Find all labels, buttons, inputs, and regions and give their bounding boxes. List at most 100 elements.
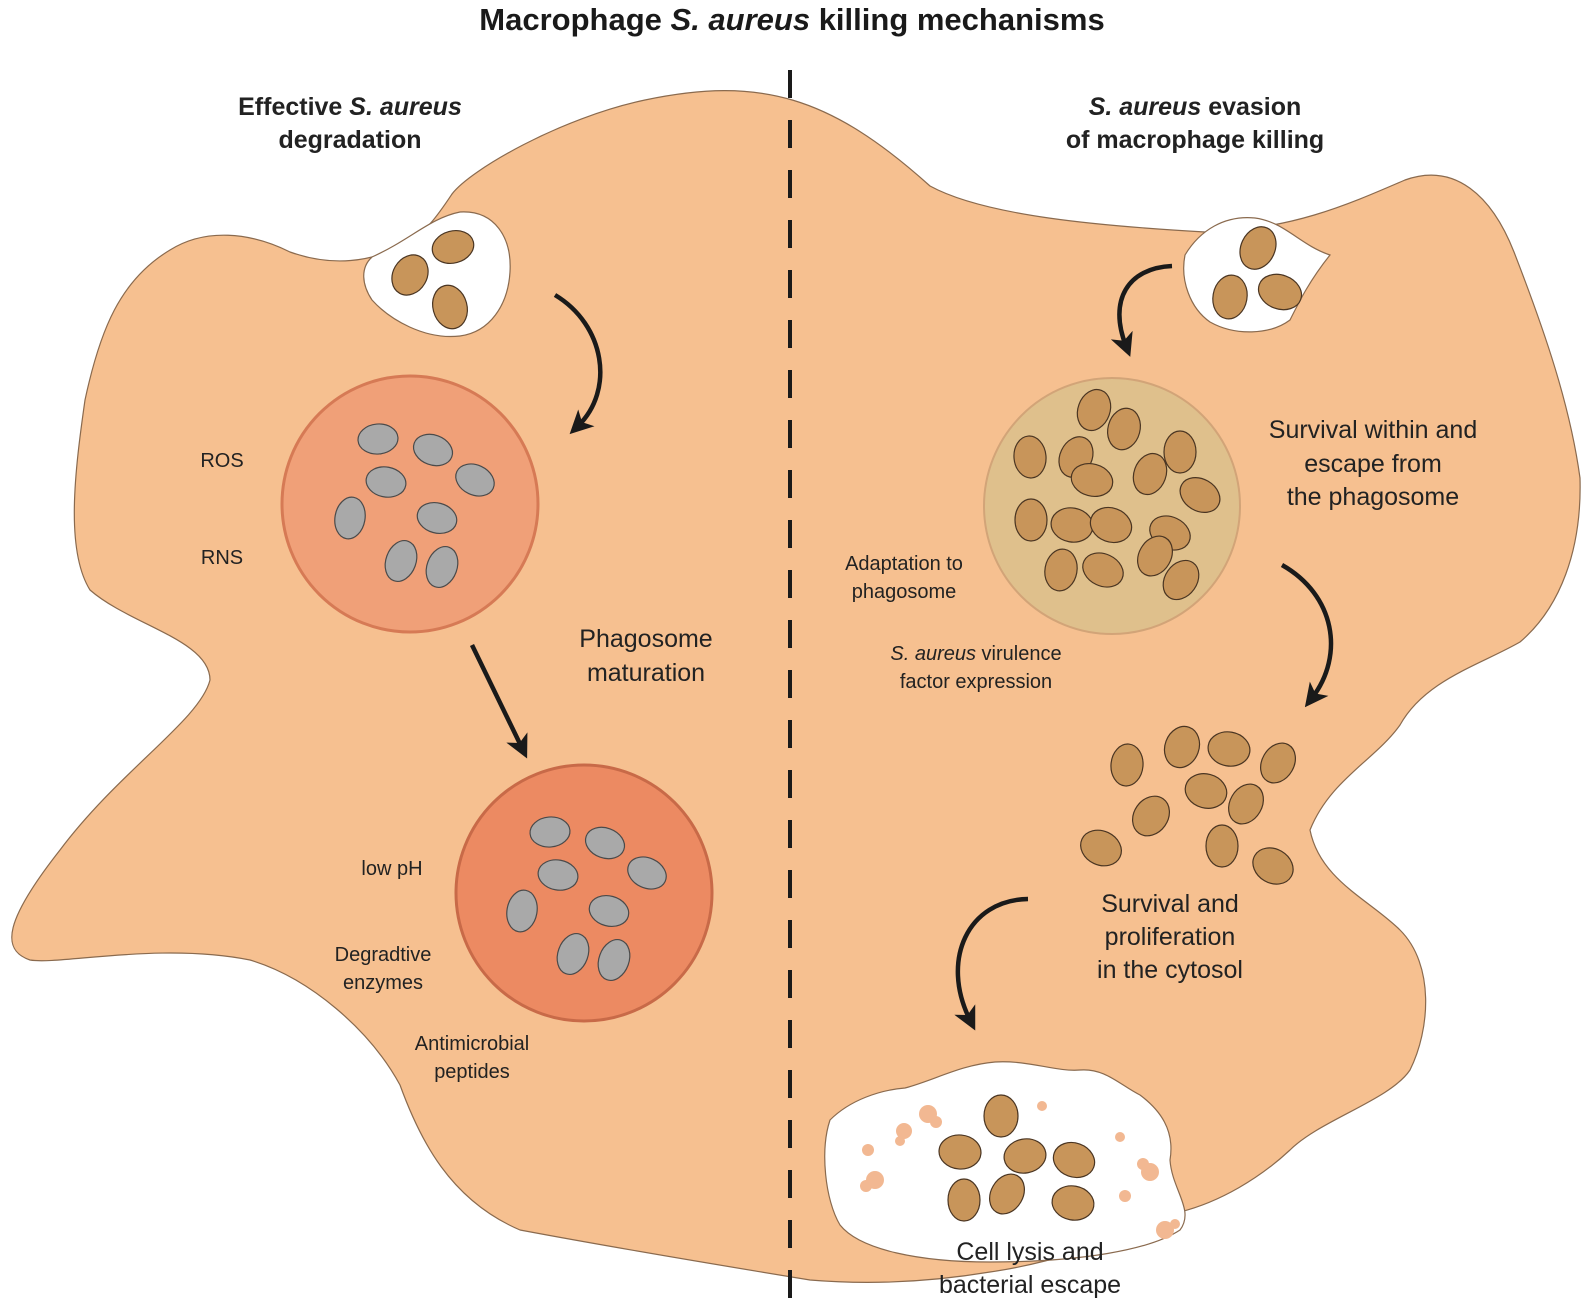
bacterium bbox=[947, 1178, 981, 1222]
bacterium bbox=[357, 423, 399, 455]
mature-phagolysosome bbox=[454, 763, 714, 1023]
bacterium bbox=[431, 230, 475, 264]
bacterium bbox=[627, 856, 667, 890]
bacterium bbox=[1082, 552, 1124, 588]
early-phagosome bbox=[280, 374, 540, 634]
bacterium bbox=[529, 816, 571, 848]
bacterium bbox=[365, 466, 407, 498]
bacterium bbox=[584, 826, 626, 860]
bacterium bbox=[1080, 829, 1122, 867]
bacterium bbox=[1205, 824, 1239, 868]
bacterium bbox=[556, 933, 590, 975]
bacteria-entering-left bbox=[391, 230, 475, 330]
debris-fragment bbox=[1156, 1221, 1174, 1239]
bacterium bbox=[384, 540, 418, 582]
bacterium bbox=[1070, 463, 1114, 497]
bacteria-escaping bbox=[938, 1094, 1096, 1222]
bacterium bbox=[1257, 273, 1303, 311]
bacterium bbox=[1110, 743, 1144, 787]
bacterium bbox=[1184, 773, 1228, 809]
label-adaptation-line2: phagosome bbox=[852, 581, 957, 603]
bacterium bbox=[1107, 407, 1141, 451]
label-enzymes-line1: Degradtive bbox=[335, 944, 432, 966]
label-low-ph: low pH bbox=[361, 858, 422, 880]
label-virulence-line2: factor expression bbox=[900, 671, 1052, 693]
left-heading-line2: degradation bbox=[278, 126, 421, 154]
bacterium bbox=[1212, 274, 1248, 320]
bacterium bbox=[537, 859, 579, 891]
bacterium bbox=[416, 502, 458, 534]
arrow-maturation bbox=[469, 644, 528, 759]
label-lysis-line1: Cell lysis and bbox=[956, 1238, 1103, 1266]
debris-fragment bbox=[896, 1123, 912, 1139]
arrow-cell-lysis bbox=[954, 896, 1029, 1031]
figure-title: Macrophage S. aureus killing mechanisms bbox=[479, 2, 1104, 37]
bacterium bbox=[1076, 388, 1112, 432]
bacterium bbox=[989, 1173, 1025, 1215]
bacterium bbox=[432, 284, 468, 330]
arrow-phagosome-escape bbox=[1280, 563, 1334, 708]
bacterium bbox=[1003, 1138, 1047, 1174]
label-rns: RNS bbox=[201, 547, 243, 569]
bacteria-entering-right bbox=[1212, 226, 1303, 320]
label-maturation-line1: Phagosome bbox=[579, 625, 712, 653]
label-enzymes-line2: enzymes bbox=[343, 972, 423, 994]
label-lysis-line2: bacterial escape bbox=[939, 1271, 1121, 1299]
cell-debris bbox=[860, 1101, 1180, 1239]
bacterium bbox=[1179, 477, 1221, 513]
debris-fragment bbox=[862, 1144, 874, 1156]
label-peptides-line1: Antimicrobial bbox=[415, 1033, 529, 1055]
label-adaptation-line1: Adaptation to bbox=[845, 553, 963, 575]
bacterium bbox=[1051, 1185, 1095, 1221]
debris-fragment bbox=[1137, 1158, 1149, 1170]
bacterium bbox=[1239, 226, 1277, 270]
bacterium bbox=[506, 889, 538, 933]
bacterium bbox=[412, 433, 454, 467]
right-heading-line1: S. aureus evasion bbox=[1089, 93, 1302, 121]
bacterium bbox=[1132, 452, 1168, 496]
label-proliferation-line3: in the cytosol bbox=[1097, 956, 1243, 984]
bacterium bbox=[1013, 435, 1047, 479]
arrow-engulf-right bbox=[1110, 263, 1173, 357]
bacterium bbox=[588, 895, 630, 927]
bacteria-in-phagolysosome bbox=[506, 816, 667, 981]
debris-fragment bbox=[930, 1116, 942, 1128]
bacterium bbox=[1044, 548, 1078, 592]
label-proliferation-line1: Survival and bbox=[1101, 890, 1239, 918]
label-virulence-line1: S. aureus virulence bbox=[890, 643, 1061, 665]
macrophage-cell-body bbox=[11, 90, 1581, 1283]
debris-fragment bbox=[1115, 1132, 1125, 1142]
debris-fragment bbox=[1037, 1101, 1047, 1111]
bacterium bbox=[1163, 430, 1197, 474]
label-maturation-line2: maturation bbox=[587, 659, 705, 687]
bacterium bbox=[1162, 559, 1200, 601]
bacteria-in-early-phagosome bbox=[334, 423, 495, 588]
bacterium bbox=[1052, 1141, 1096, 1179]
label-survival-line2: escape from bbox=[1304, 450, 1442, 478]
bacterium bbox=[1089, 506, 1133, 544]
debris-fragment bbox=[1119, 1190, 1131, 1202]
debris-fragment bbox=[895, 1136, 905, 1146]
label-ros: ROS bbox=[200, 450, 243, 472]
bacterium bbox=[1137, 535, 1173, 577]
bacteria-in-cytosol bbox=[1080, 725, 1296, 885]
bacterium bbox=[983, 1094, 1019, 1138]
bacterium bbox=[938, 1134, 982, 1170]
bacterium bbox=[1014, 498, 1048, 542]
label-survival-line3: the phagosome bbox=[1287, 483, 1459, 511]
label-peptides-line2: peptides bbox=[434, 1061, 510, 1083]
debris-fragment bbox=[860, 1180, 872, 1192]
bacterium bbox=[1260, 742, 1296, 784]
right-heading-line2: of macrophage killing bbox=[1066, 126, 1324, 154]
bacterium bbox=[1163, 725, 1201, 769]
bacterium bbox=[597, 939, 631, 981]
bacterium bbox=[1131, 795, 1171, 837]
bacterium bbox=[1228, 783, 1264, 825]
bacterium bbox=[391, 254, 429, 296]
bacterium bbox=[455, 463, 495, 497]
bacteria-in-survival-phagosome bbox=[1013, 388, 1221, 601]
label-proliferation-line2: proliferation bbox=[1105, 923, 1236, 951]
bacterium bbox=[425, 546, 459, 588]
